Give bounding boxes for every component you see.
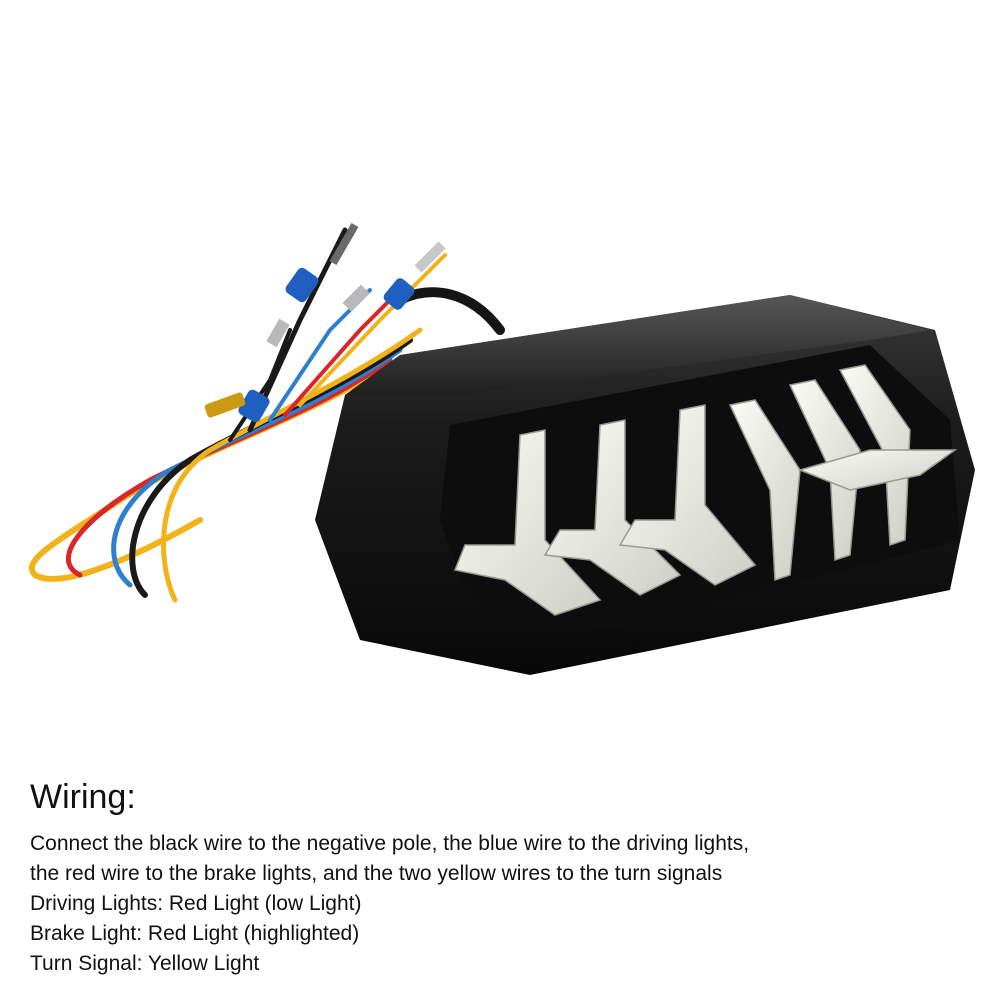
wiring-line-2: the red wire to the brake lights, and th…: [30, 862, 723, 885]
connector-terminals: [204, 222, 446, 423]
wire-harness: [28, 227, 505, 603]
led-lens-arrows: [453, 364, 958, 616]
tail-light-product-image: [28, 222, 975, 675]
wiring-caption: Wiring: Connect the black wire to the ne…: [30, 775, 980, 979]
brake-light-line: Brake Light: Red Light (highlighted): [30, 922, 360, 945]
turn-signal-line: Turn Signal: Yellow Light: [30, 952, 260, 975]
driving-lights-line: Driving Lights: Red Light (low Light): [30, 892, 362, 915]
wiring-line-1: Connect the black wire to the negative p…: [30, 832, 750, 855]
wiring-heading: Wiring:: [30, 778, 136, 816]
